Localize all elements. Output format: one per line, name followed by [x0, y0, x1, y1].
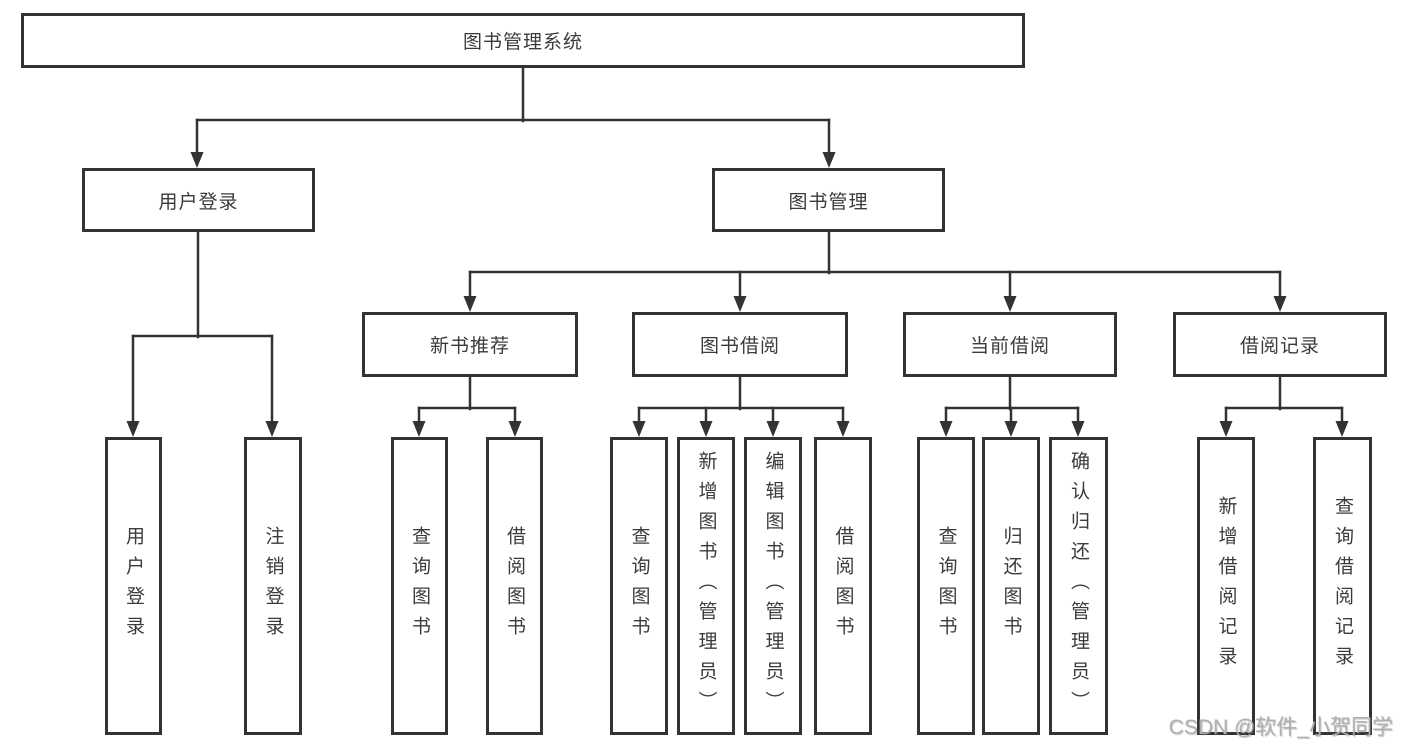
- node-label: 图书管理: [788, 191, 869, 213]
- leaf-query-books-3: 查询图书: [917, 437, 975, 735]
- leaf-borrow-books-1: 借阅图书: [486, 437, 543, 735]
- node-root-system: 图书管理系统: [21, 13, 1025, 68]
- leaf-confirm-return-admin: 确认归还（管理员）: [1049, 437, 1108, 735]
- node-book-borrow: 图书借阅: [632, 312, 848, 377]
- node-label: 注销登录: [262, 526, 284, 646]
- edge-root-to-level2: [190, 66, 836, 168]
- node-label: 查询图书: [628, 526, 650, 646]
- node-label: 查询图书: [935, 526, 957, 646]
- leaf-borrow-books-2: 借阅图书: [814, 437, 872, 735]
- edge-user-login-to-leaves: [126, 230, 279, 437]
- node-current-borrow: 当前借阅: [903, 312, 1117, 377]
- leaf-add-books-admin: 新增图书（管理员）: [677, 437, 735, 735]
- leaf-edit-books-admin: 编辑图书（管理员）: [744, 437, 802, 735]
- leaf-query-borrow-record: 查询借阅记录: [1313, 437, 1372, 735]
- leaf-user-login: 用户登录: [105, 437, 162, 735]
- node-label: 归还图书: [1000, 526, 1022, 646]
- edge-book-borrow-to-leaves: [632, 375, 850, 437]
- leaf-query-books-1: 查询图书: [391, 437, 448, 735]
- node-label: 新增借阅记录: [1215, 496, 1237, 676]
- node-label: 当前借阅: [969, 336, 1050, 357]
- node-label: 借阅图书: [504, 526, 525, 646]
- node-book-mgmt: 图书管理: [712, 168, 945, 232]
- node-label: 查询图书: [409, 526, 430, 646]
- node-label: 用户登录: [158, 191, 239, 213]
- leaf-return-books: 归还图书: [982, 437, 1040, 735]
- edge-book-mgmt-to-level3: [463, 230, 1287, 312]
- edge-borrow-record-to-leaves: [1219, 375, 1349, 437]
- leaf-query-books-2: 查询图书: [610, 437, 668, 735]
- leaf-add-borrow-record: 新增借阅记录: [1197, 437, 1255, 735]
- node-label: 新书推荐: [429, 336, 510, 357]
- node-label: 借阅图书: [832, 526, 854, 646]
- node-label: 图书借阅: [699, 336, 780, 357]
- node-label: 借阅记录: [1239, 336, 1320, 357]
- node-label: 用户登录: [123, 526, 144, 646]
- node-label: 编辑图书（管理员）: [762, 451, 784, 721]
- node-label: 查询借阅记录: [1332, 496, 1353, 676]
- node-label: 图书管理系统: [462, 32, 583, 53]
- node-borrow-record: 借阅记录: [1173, 312, 1387, 377]
- edge-current-borrow-to-leaves: [939, 375, 1085, 437]
- node-label: 新增图书（管理员）: [695, 451, 717, 721]
- node-label: 确认归还（管理员）: [1068, 451, 1089, 721]
- edge-new-book-to-leaves: [412, 375, 522, 437]
- node-new-book: 新书推荐: [362, 312, 578, 377]
- leaf-logout: 注销登录: [244, 437, 302, 735]
- node-user-login: 用户登录: [82, 168, 315, 232]
